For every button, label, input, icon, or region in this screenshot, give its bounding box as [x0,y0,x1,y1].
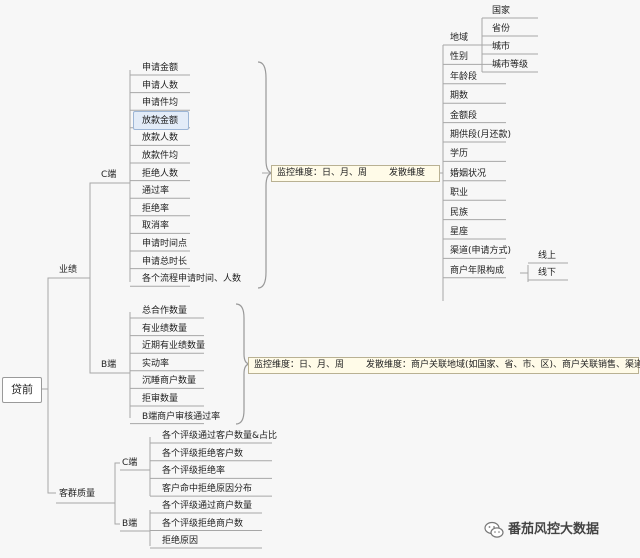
c-monitor-label: 监控维度：日、月、周 [277,168,368,178]
dims-item[interactable]: 学历 [450,149,469,160]
yb-item[interactable]: 沉睡商户数量 [142,376,197,387]
dims-item[interactable]: 星座 [450,227,469,237]
dims-item[interactable]: 职业 [450,188,469,199]
channel-item[interactable]: 线下 [538,268,557,278]
dims-item[interactable]: 性别 [450,52,469,63]
qb-item[interactable]: 拒绝原因 [162,536,199,546]
node-yeji[interactable]: 业绩 [59,265,78,275]
dims-item[interactable]: 金额段 [450,110,478,121]
c-monitor-box[interactable]: 监控维度：日、月、周 发散维度 [271,165,440,182]
region-item[interactable]: 城市等级 [492,60,529,70]
dims-item[interactable]: 婚姻状况 [450,168,487,179]
yc-item[interactable]: 申请人数 [142,80,179,91]
yc-item[interactable]: 拒绝人数 [142,168,179,179]
node-yeji-b[interactable]: B端 [101,360,117,370]
yc-item[interactable]: 申请件均 [142,98,179,109]
dims-item[interactable]: 年龄段 [450,71,478,82]
dims-item[interactable]: 渠道(申请方式) [450,246,512,257]
watermark-text: 番茄风控大数据 [508,522,600,537]
dims-item[interactable]: 商户年限构成 [450,265,505,276]
yb-item[interactable]: 近期有业绩数量 [142,341,206,352]
watermark: 番茄风控大数据 [484,520,634,540]
yc-item[interactable]: 放款金额 [142,115,179,126]
yb-item[interactable]: 有业绩数量 [142,323,188,334]
yc-item[interactable]: 拒绝率 [142,203,170,214]
yc-item[interactable]: 放款人数 [142,133,179,144]
yb-item[interactable]: 实动率 [142,358,170,369]
yb-item[interactable]: 拒审数量 [142,394,179,404]
yc-item[interactable]: 各个流程申请时间、人数 [142,274,242,285]
yc-item[interactable]: 通过率 [142,186,170,197]
qb-item[interactable]: 各个评级拒绝商户数 [162,518,244,529]
yc-item[interactable]: 申请时间点 [142,239,188,249]
wechat-icon [484,521,504,538]
c-spread-label: 发散维度 [389,168,426,178]
qc-item[interactable]: 客户命中拒绝原因分布 [162,484,253,495]
selected-node-highlight [133,111,189,130]
node-yeji-c[interactable]: C端 [101,170,117,180]
yb-item[interactable]: B端商户审核通过率 [142,411,221,422]
node-quality[interactable]: 客群质量 [59,489,96,499]
yc-item[interactable]: 取消率 [142,221,170,232]
qb-item[interactable]: 各个评级通过商户数量 [162,501,253,511]
yb-item[interactable]: 总合作数量 [142,306,188,316]
yc-item[interactable]: 放款件均 [142,151,179,161]
b-monitor-label: 监控维度：日、月、周 [254,360,345,370]
root-node[interactable]: 贷前 [2,377,42,403]
region-item[interactable]: 城市 [492,42,511,52]
channel-item[interactable]: 线上 [538,251,557,261]
yc-item[interactable]: 申请总时长 [142,256,188,267]
node-quality-c[interactable]: C端 [122,458,138,468]
b-spread-label: 发散维度：商户关联地域(如国家、省、市、区)、商户关联销售、渠道 [366,360,640,370]
yc-item[interactable]: 申请金额 [142,63,179,73]
node-quality-b[interactable]: B端 [122,519,138,529]
qc-item[interactable]: 各个评级拒绝客户数 [162,448,244,459]
dims-item[interactable]: 民族 [450,207,469,218]
dims-item[interactable]: 期数 [450,91,469,102]
region-item[interactable]: 国家 [492,6,511,16]
dims-item[interactable]: 地域 [450,33,469,43]
qc-item[interactable]: 各个评级拒绝率 [162,466,226,477]
qc-item[interactable]: 各个评级通过客户数量&占比 [162,431,278,441]
region-item[interactable]: 省份 [492,24,511,34]
dims-item[interactable]: 期供段(月还款) [450,130,512,140]
b-monitor-box[interactable]: 监控维度：日、月、周 发散维度：商户关联地域(如国家、省、市、区)、商户关联销售、… [248,357,640,374]
